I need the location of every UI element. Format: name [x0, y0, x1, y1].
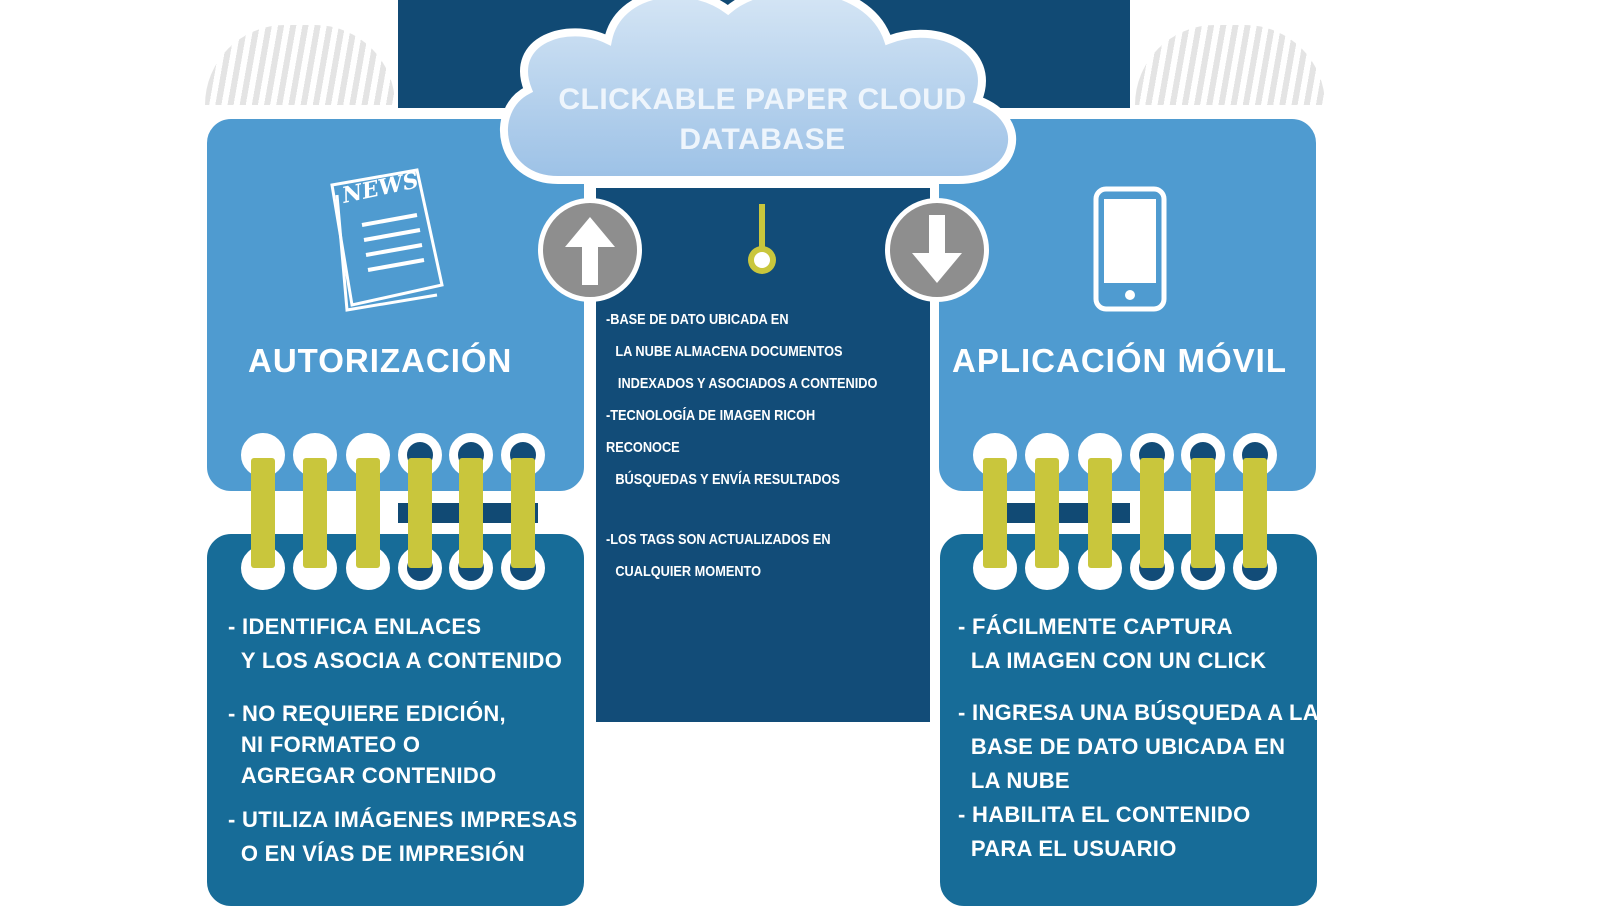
- binder-bar: [1243, 458, 1267, 568]
- binder-bar: [1140, 458, 1164, 568]
- center-line: CUALQUIER MOMENTO: [615, 563, 762, 580]
- center-line: INDEXADOS Y ASOCIADOS A CONTENIDO: [617, 375, 878, 392]
- pendant-icon: [748, 204, 776, 274]
- binder-bar: [1035, 458, 1059, 568]
- center-column: [596, 188, 930, 722]
- bullet: - HABILITA EL CONTENIDO PARA EL USUARIO: [958, 802, 1251, 861]
- newspaper-icon: NEWS: [330, 167, 444, 312]
- center-line: BÚSQUEDAS Y ENVÍA RESULTADOS: [615, 471, 840, 488]
- binder-bar: [251, 458, 275, 568]
- center-line: -LOS TAGS SON ACTUALIZADOS EN: [606, 531, 831, 548]
- binder-bar: [408, 458, 432, 568]
- authorization-heading: AUTORIZACIÓN: [248, 342, 513, 379]
- center-line: -TECNOLOGÍA DE IMAGEN RICOH RECONOCE: [606, 407, 816, 456]
- bullet: - INGRESA UNA BÚSQUEDA A LA BASE DE DATO…: [958, 700, 1319, 793]
- mobile-details-panel: [936, 530, 1321, 910]
- binder-bar: [303, 458, 327, 568]
- center-line: -BASE DE DATO UBICADA EN: [606, 311, 789, 328]
- binder-bar: [511, 458, 535, 568]
- decorative-hatch-left: [205, 25, 395, 105]
- decorative-hatch-right: [1135, 25, 1325, 105]
- binder-bar: [459, 458, 483, 568]
- cloud-title-line1: CLICKABLE PAPER CLOUD: [558, 83, 967, 116]
- binder-bar: [356, 458, 380, 568]
- download-arrow-icon: [885, 198, 989, 302]
- bullet: - FÁCILMENTE CAPTURA LA IMAGEN CON UN CL…: [958, 614, 1267, 673]
- authorization-details-panel: [203, 530, 588, 910]
- center-line: LA NUBE ALMACENA DOCUMENTOS: [615, 343, 843, 360]
- upload-arrow-icon: [538, 198, 642, 302]
- binder-bar: [1191, 458, 1215, 568]
- mobile-bullets: - FÁCILMENTE CAPTURA LA IMAGEN CON UN CL…: [958, 610, 1319, 866]
- binder-bar: [983, 458, 1007, 568]
- mobile-app-heading: APLICACIÓN MÓVIL: [952, 342, 1287, 379]
- smartphone-icon: [1093, 186, 1167, 312]
- bullet: - IDENTIFICA ENLACES Y LOS ASOCIA A CONT…: [228, 614, 563, 673]
- mobile-app-panel: [935, 115, 1320, 495]
- cloud-title-line2: DATABASE: [679, 123, 846, 156]
- center-description: -BASE DE DATO UBICADA EN LA NUBE ALMACEN…: [606, 304, 936, 588]
- bullet: - UTILIZA IMÁGENES IMPRESAS O EN VÍAS DE…: [228, 807, 578, 866]
- authorization-bullets: - IDENTIFICA ENLACES Y LOS ASOCIA A CONT…: [228, 610, 578, 871]
- bullet: - NO REQUIERE EDICIÓN, NI FORMATEO O AGR…: [228, 701, 506, 788]
- binder-bar: [1088, 458, 1112, 568]
- cloud-icon: [500, 0, 1017, 184]
- authorization-panel: [203, 115, 588, 495]
- news-label: NEWS: [339, 167, 421, 209]
